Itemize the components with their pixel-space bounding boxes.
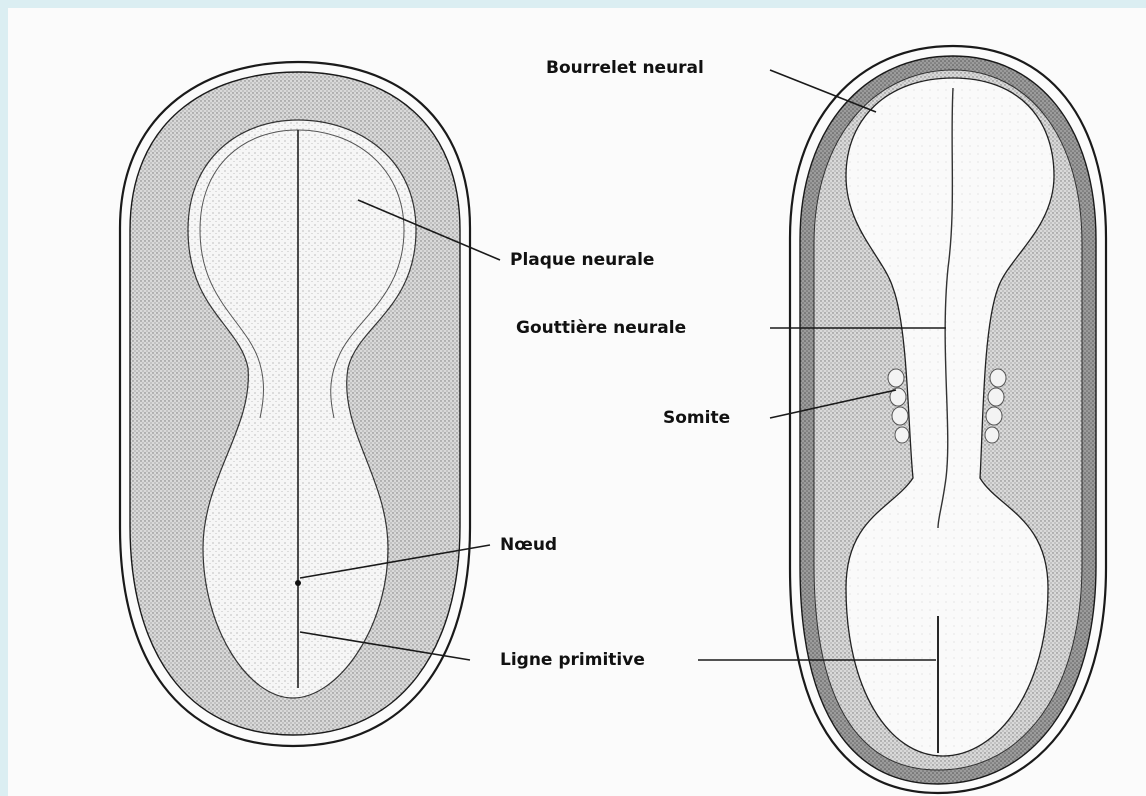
right-embryo xyxy=(790,46,1106,793)
label-noeud: Nœud xyxy=(500,535,557,555)
label-plaque-neurale: Plaque neurale xyxy=(510,250,654,270)
label-bourrelet-neural: Bourrelet neural xyxy=(546,58,704,78)
figure-frame: Bourrelet neural Plaque neurale Gouttièr… xyxy=(8,8,1146,796)
embryo-illustration xyxy=(8,8,1146,796)
label-gouttiere-neurale: Gouttière neurale xyxy=(516,318,686,338)
label-ligne-primitive: Ligne primitive xyxy=(500,650,645,670)
label-somite: Somite xyxy=(663,408,730,428)
left-embryo xyxy=(120,62,470,746)
noeud-point xyxy=(295,580,301,586)
